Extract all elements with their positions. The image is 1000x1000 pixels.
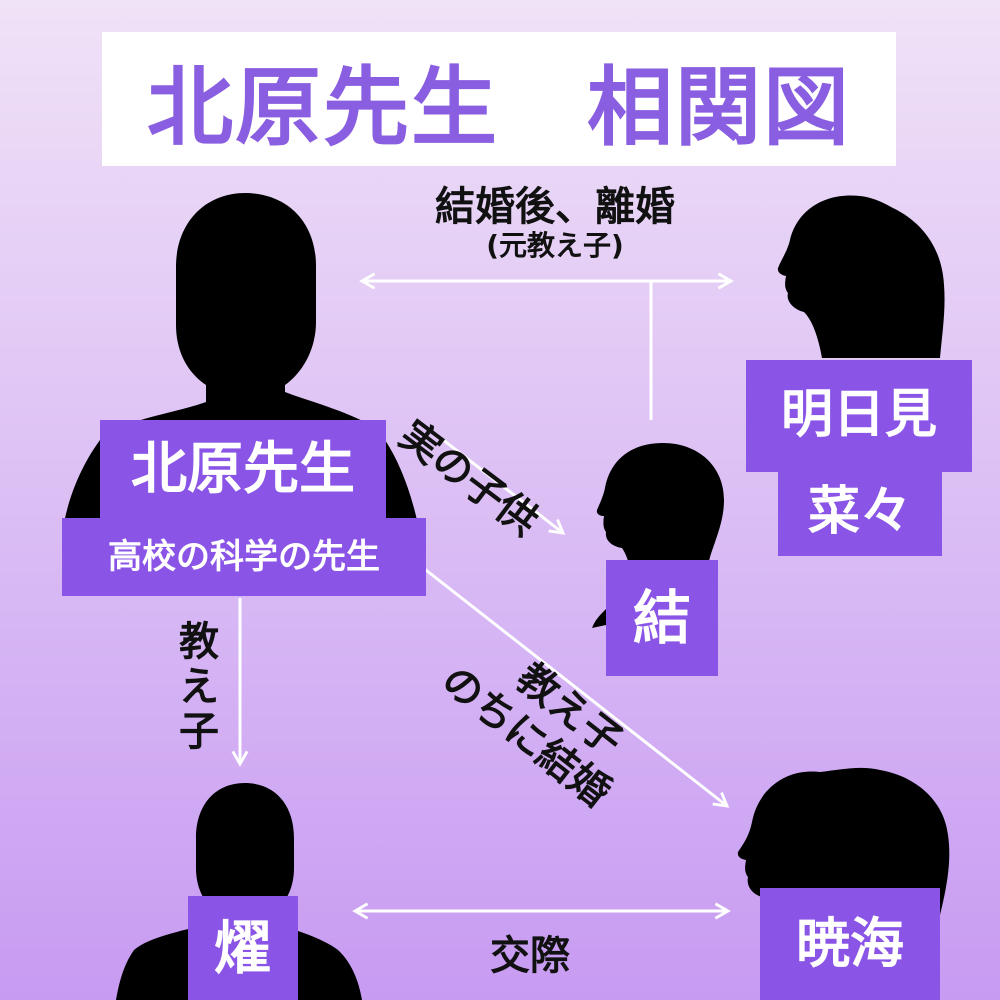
yui-name: 結 — [632, 583, 691, 652]
hikaru-silhouette — [116, 783, 362, 1000]
page-title: 北原先生 相関図 — [147, 57, 851, 158]
former-student-text: (元教え子) — [486, 229, 624, 262]
asumi-name-line1: 明日見 — [780, 385, 937, 446]
student-char-3: 子 — [179, 708, 219, 755]
student-char-1: 教 — [179, 619, 219, 665]
kitahara-name: 北原先生 — [131, 436, 355, 502]
kitahara-name-label: 北原先生 — [100, 420, 386, 520]
asumi-name-label-2: 菜々 — [778, 470, 942, 556]
kitahara-role-label: 高校の科学の先生 — [62, 518, 426, 596]
asumi-silhouette — [777, 195, 945, 358]
marriage-text: 結婚後、離婚 — [435, 184, 675, 230]
hikaru-name-label: 燿 — [188, 896, 298, 1000]
student-married-arrow — [421, 565, 730, 808]
dating-text: 交際 — [490, 933, 570, 979]
asumi-name-line2: 菜々 — [807, 482, 912, 543]
dating-label: 交際 — [490, 934, 570, 978]
akemi-name: 暁海 — [796, 912, 904, 976]
title-box: 北原先生 相関図 — [102, 32, 896, 166]
yui-silhouette — [592, 443, 724, 628]
marriage-label: 結婚後、離婚 (元教え子) — [400, 185, 710, 262]
akemi-silhouette — [737, 767, 950, 915]
student-vertical-label: 教 え 子 — [176, 620, 222, 754]
asumi-name-label: 明日見 — [746, 360, 972, 472]
child-arrow — [432, 430, 566, 535]
akemi-name-label: 暁海 — [760, 888, 940, 1000]
student-char-2: え — [179, 663, 219, 710]
yui-name-label: 結 — [606, 560, 718, 676]
kitahara-role: 高校の科学の先生 — [108, 536, 380, 577]
hikaru-name: 燿 — [213, 913, 272, 982]
